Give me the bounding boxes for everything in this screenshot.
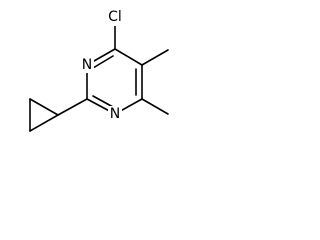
bond-c5-methyl bbox=[141, 49, 169, 66]
atom-bg-n-top bbox=[80, 57, 94, 73]
bond-c6-methyl bbox=[141, 98, 169, 115]
bond-n3-c4-inner bbox=[92, 55, 114, 69]
bond-n1-c2-inner bbox=[92, 95, 114, 108]
atom-nitrogen-bottom: N bbox=[110, 106, 120, 122]
bond-c4-c5 bbox=[114, 48, 143, 66]
atom-nitrogen-top: N bbox=[82, 57, 92, 73]
bond-cyclopropyl-c bbox=[29, 114, 59, 132]
chemical-structure: Cl N N bbox=[0, 0, 188, 169]
atom-bg-n-bottom bbox=[108, 106, 122, 122]
atom-chlorine: Cl bbox=[108, 9, 122, 25]
atom-bg-cl bbox=[103, 8, 127, 26]
bond-cyclopropyl-a bbox=[29, 98, 59, 116]
molecule-drawing: Cl N N bbox=[29, 8, 169, 132]
bond-c2-cyclopropyl bbox=[57, 98, 88, 116]
